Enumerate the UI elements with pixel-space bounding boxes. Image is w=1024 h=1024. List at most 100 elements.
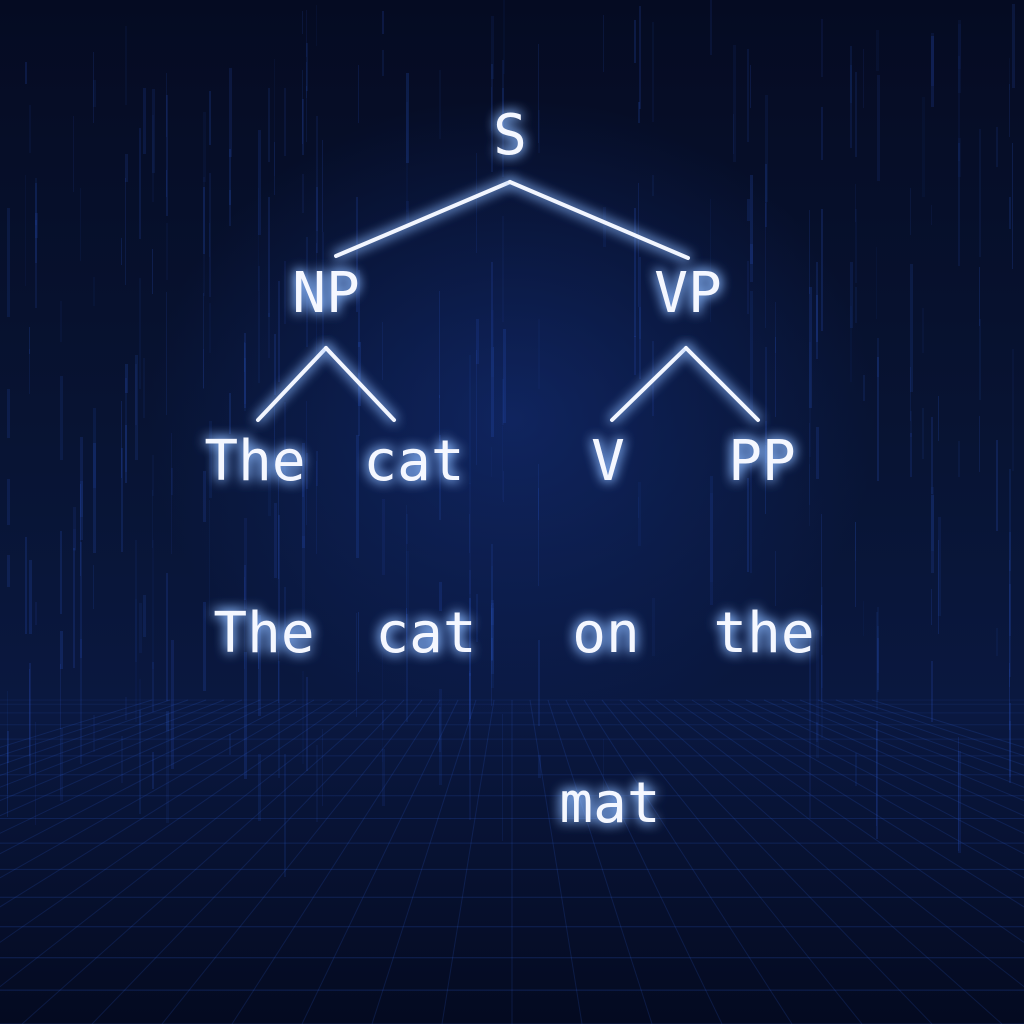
rain-streak	[382, 322, 383, 380]
rain-streak	[302, 443, 305, 548]
rain-streak	[73, 116, 74, 192]
rain-streak	[268, 197, 270, 317]
rain-streak	[821, 209, 823, 331]
grid-line	[0, 699, 333, 908]
rain-streak	[809, 628, 811, 730]
rain-streak	[209, 421, 212, 498]
rain-streak	[439, 435, 441, 520]
grid-line	[231, 699, 441, 1024]
node-the: The	[204, 429, 305, 494]
rain-streak	[910, 411, 912, 437]
rain-streak	[203, 293, 204, 388]
rain-streak	[229, 68, 232, 157]
rain-streak	[439, 291, 440, 398]
rain-streak	[538, 640, 540, 726]
grid-line	[655, 699, 1024, 988]
node-v: V	[591, 429, 625, 494]
rain-streak	[850, 306, 852, 382]
rain-streak	[203, 349, 204, 389]
rain-streak	[302, 11, 303, 34]
grid-line	[0, 699, 243, 802]
rain-streak	[244, 358, 246, 404]
rain-streak	[855, 522, 856, 607]
rain-streak	[979, 129, 981, 257]
rain-streak	[439, 689, 442, 785]
rain-streak	[302, 99, 304, 155]
rain-streak	[876, 30, 879, 71]
rain-streak	[93, 565, 94, 609]
rain-streak	[476, 594, 478, 642]
rain-streak	[491, 16, 494, 79]
rain-streak	[209, 223, 210, 257]
rain-streak	[25, 537, 27, 634]
rain-streak	[855, 753, 857, 786]
rain-streak	[278, 456, 279, 579]
rain-streak	[931, 589, 932, 625]
rain-streak	[25, 62, 27, 84]
rain-streak	[135, 355, 138, 460]
rain-streak	[139, 679, 141, 725]
rain-streak	[93, 80, 96, 107]
rain-streak	[877, 75, 880, 181]
rain-streak	[60, 631, 63, 669]
rain-streak	[876, 729, 877, 826]
rain-streak	[152, 115, 154, 202]
rain-streak	[7, 691, 8, 794]
grid-line	[0, 699, 369, 988]
grid-line	[0, 699, 351, 943]
rain-streak	[166, 573, 168, 701]
rain-streak	[278, 651, 279, 703]
rain-streak	[750, 65, 751, 108]
rain-streak	[638, 482, 641, 546]
grid-line	[0, 699, 261, 817]
rain-streak	[877, 357, 879, 481]
rain-streak	[1012, 4, 1015, 88]
rain-streak	[316, 243, 317, 364]
grid-line	[745, 699, 1024, 834]
rain-streak	[775, 302, 776, 353]
rain-streak	[821, 655, 823, 738]
rain-streak	[358, 373, 360, 436]
rain-streak	[931, 495, 934, 573]
rain-streak	[747, 49, 749, 142]
rain-streak	[809, 464, 810, 526]
rain-streak	[652, 22, 654, 122]
rain-streak	[750, 175, 753, 264]
rain-streak	[322, 232, 324, 352]
rain-streak	[306, 401, 307, 525]
edge-np-the	[256, 346, 328, 422]
rain-streak	[538, 755, 541, 778]
edge-np-cat	[324, 346, 396, 422]
rain-streak	[750, 447, 752, 573]
rain-streak	[406, 514, 408, 544]
rain-streak	[1009, 721, 1011, 777]
tree-edges	[256, 180, 762, 764]
rain-streak	[733, 432, 734, 472]
rain-streak	[406, 73, 409, 163]
rain-streak	[203, 471, 206, 522]
rain-streak	[765, 95, 768, 202]
rain-streak	[143, 358, 145, 418]
rain-streak	[284, 754, 286, 877]
node-s: S	[493, 103, 527, 168]
rain-streak	[278, 515, 280, 639]
rain-streak	[538, 110, 540, 153]
rain-streak	[809, 210, 810, 294]
rain-streak	[306, 43, 308, 91]
rain-streak	[639, 307, 641, 339]
grid-line	[619, 699, 933, 1024]
rain-streak	[931, 661, 933, 722]
rain-streak	[634, 208, 636, 337]
rain-streak	[306, 453, 308, 489]
rain-streak	[274, 503, 277, 578]
grid-line	[0, 699, 189, 766]
rain-streak	[60, 301, 62, 342]
rain-streak	[491, 605, 492, 706]
rain-streak	[35, 722, 36, 825]
rain-streak	[29, 669, 30, 756]
rain-streaks	[7, 0, 1015, 877]
rain-streak	[979, 319, 981, 400]
node-np: NP	[292, 261, 359, 326]
grid-line	[781, 699, 1024, 802]
